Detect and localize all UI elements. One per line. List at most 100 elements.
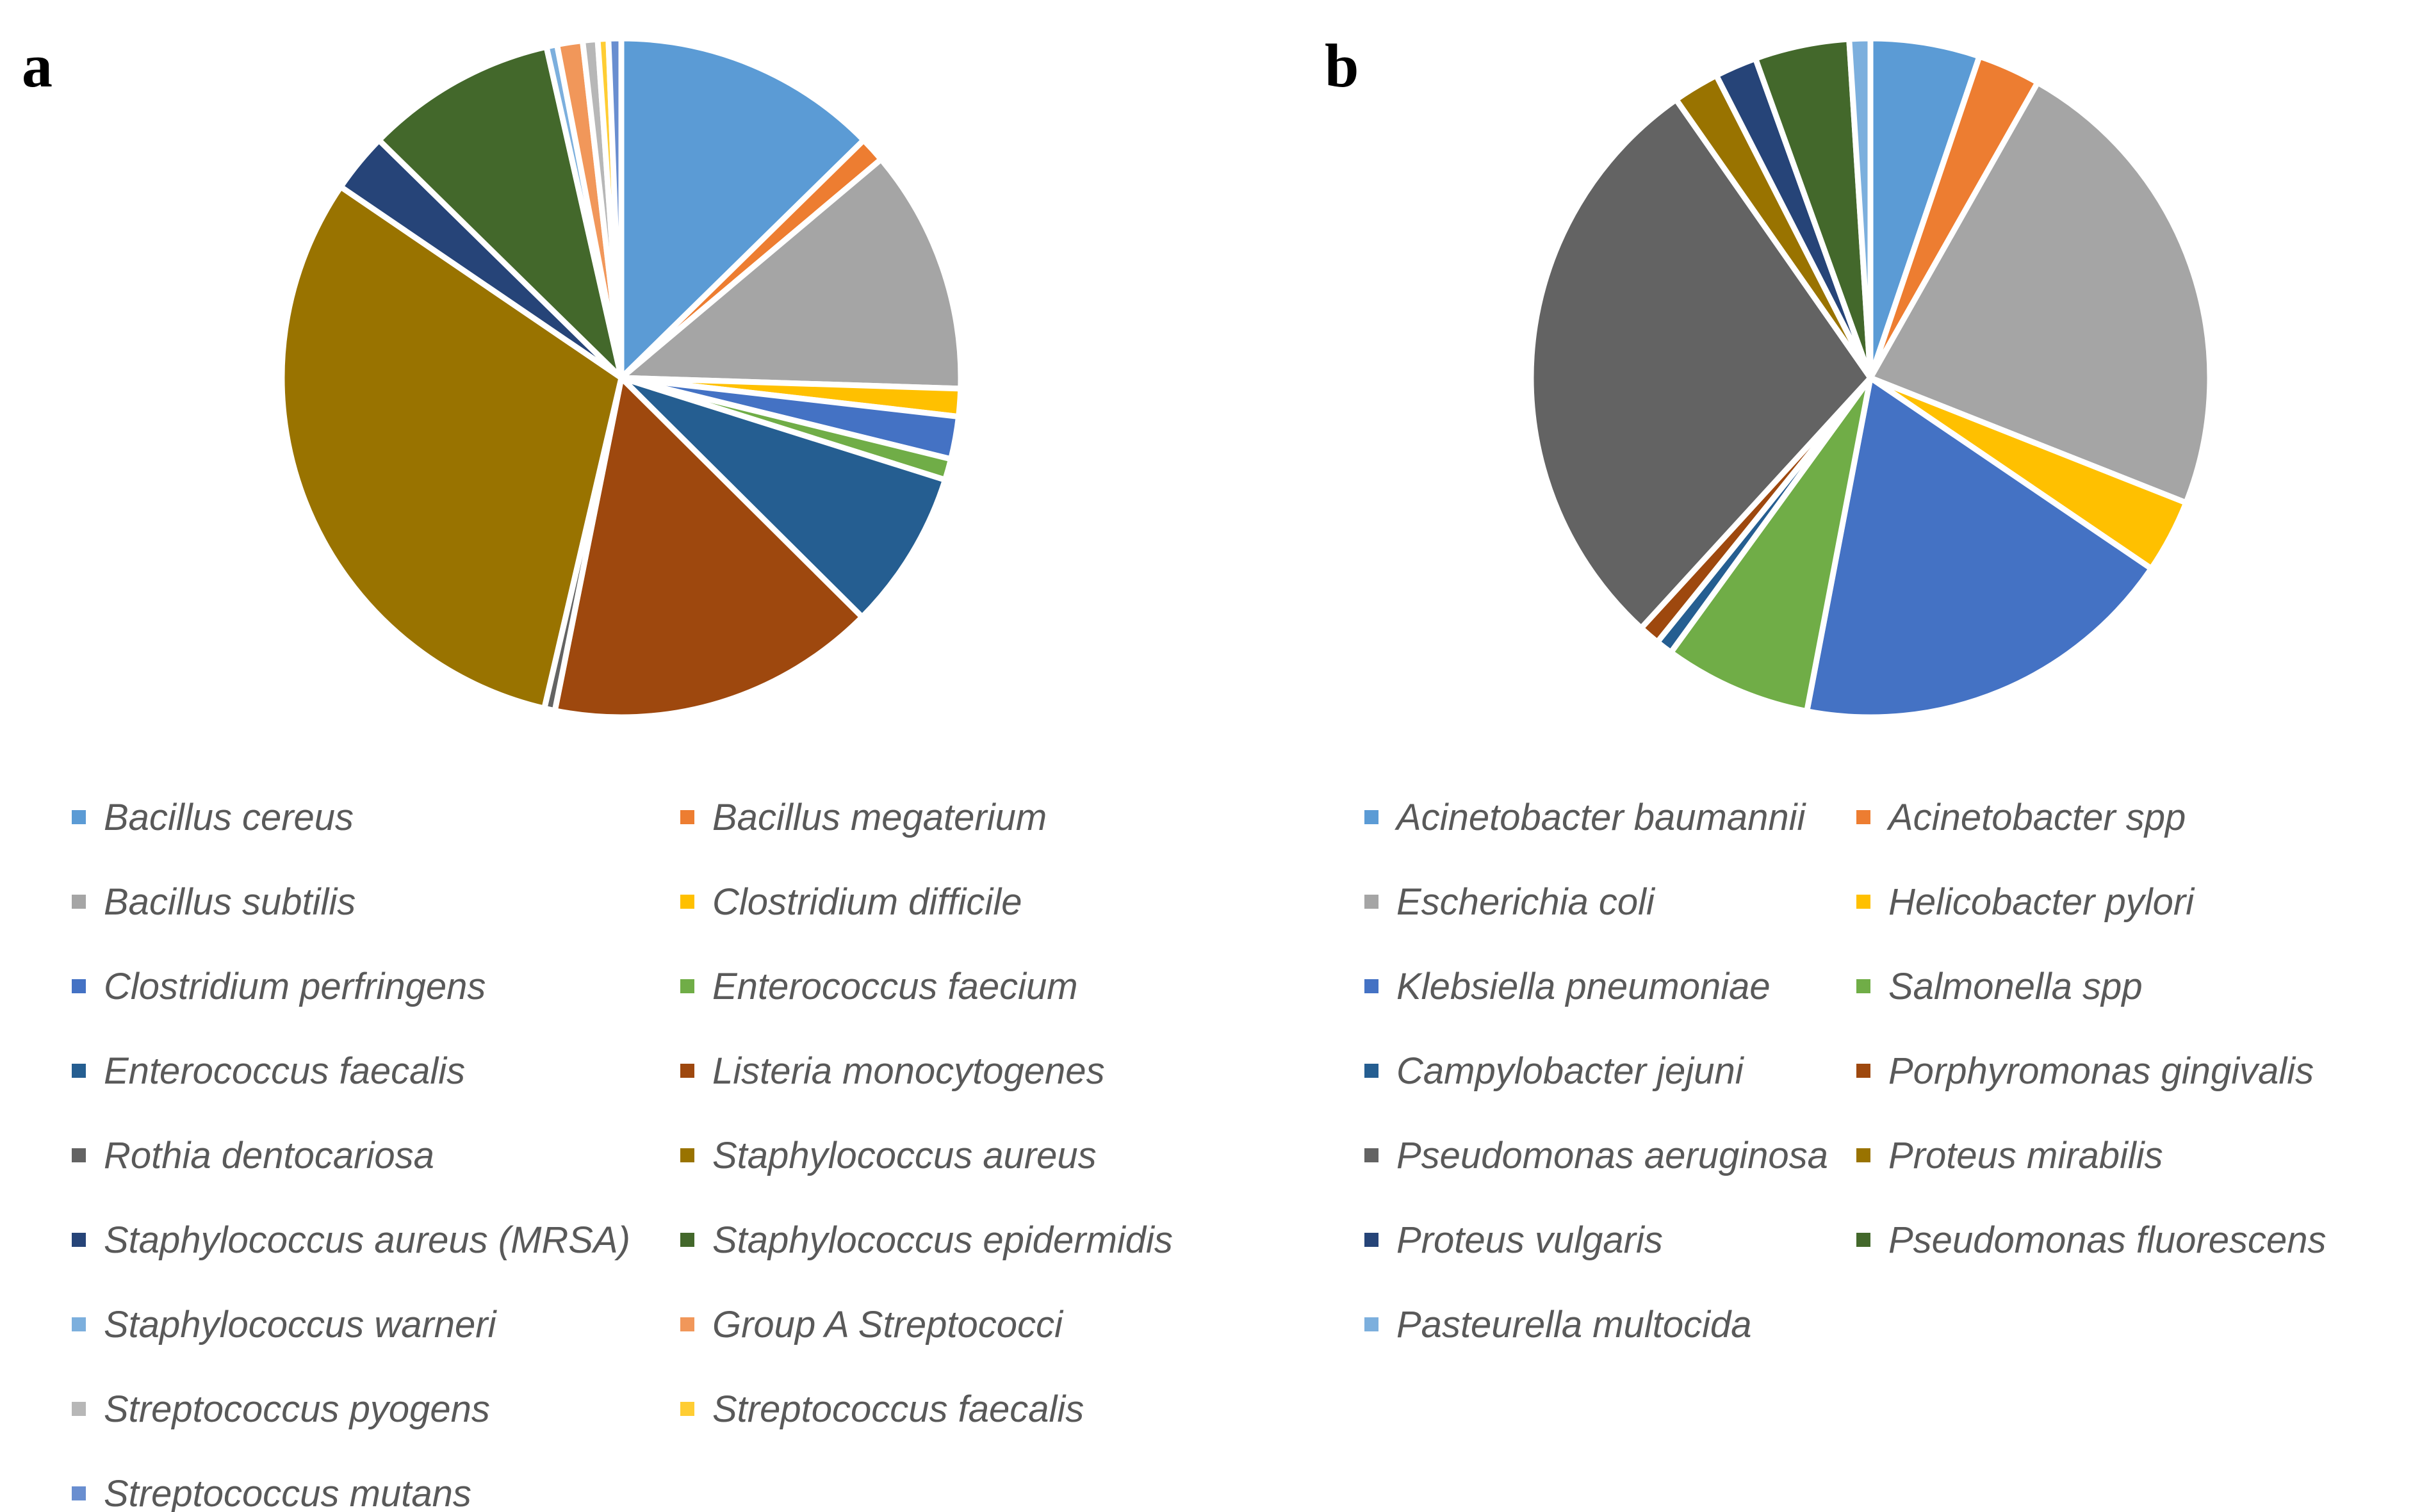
legend-item: Acinetobacter baumannii [1364, 775, 1856, 859]
legend-swatch [72, 1317, 86, 1331]
legend-label: Bacillus subtilis [104, 881, 356, 923]
legend-item: Acinetobacter spp [1856, 775, 2413, 859]
pie-slice-pseudomonas-aeruginosa [1528, 96, 1874, 631]
pie-slice-staphylococcus-aureus [279, 184, 625, 711]
legend-item: Porphyromonas gingivalis [1856, 1028, 2413, 1113]
legend-swatch [1364, 1233, 1378, 1247]
legend-item: Staphylococcus aureus [680, 1113, 1289, 1198]
pie-slice-bacillus-cereus [618, 35, 867, 381]
legend-swatch [1364, 1317, 1378, 1331]
legend-item: Helicobacter pylori [1856, 859, 2413, 944]
legend-swatch [72, 1064, 86, 1078]
legend-item: Clostridium perfringens [72, 944, 680, 1028]
legend-label: Salmonella spp [1888, 965, 2143, 1007]
legend-item: Group A Streptococci [680, 1282, 1289, 1367]
panel-label-a: a [22, 31, 53, 100]
legend-item: Rothia dentocariosa [72, 1113, 680, 1198]
legend-swatch [1856, 1064, 1870, 1078]
legend-item: Campylobacter jejuni [1364, 1028, 1856, 1113]
legend-label: Klebsiella pneumoniae [1396, 965, 1771, 1007]
legend-swatch [680, 1148, 694, 1162]
legend-item: Streptococcus pyogens [72, 1367, 680, 1451]
legend-label: Enterococcus faecalis [104, 1050, 466, 1092]
pie-slice-listeria-monocytogenes [552, 375, 865, 720]
pie-slice-enterococcus-faecalis [618, 375, 948, 621]
pie-chart-a [279, 35, 964, 720]
legend-label: Staphylococcus epidermidis [712, 1219, 1173, 1261]
legend-item: Bacillus cereus [72, 775, 680, 859]
legend-item: Bacillus subtilis [72, 859, 680, 944]
legend-label: Bacillus cereus [104, 796, 354, 838]
legend-item: Bacillus megaterium [680, 775, 1289, 859]
legend-item: Salmonella spp [1856, 944, 2413, 1028]
legend-swatch [680, 1317, 694, 1331]
legend-label: Clostridium difficile [712, 881, 1022, 923]
legend-label: Pseudomonas aeruginosa [1396, 1134, 1828, 1176]
legend-swatch [1364, 810, 1378, 824]
legend-swatch [1856, 979, 1870, 993]
legend-label: Enterococcus faecium [712, 965, 1078, 1007]
legend-swatch [680, 810, 694, 824]
pie-slice-staphylococcus-epidermidis [376, 44, 625, 381]
legend-b: Acinetobacter baumannii Acinetobacter spp… [1364, 775, 2413, 1367]
legend-swatch [1364, 1064, 1378, 1078]
legend-item: Pseudomonas aeruginosa [1364, 1113, 1856, 1198]
legend-swatch [72, 1148, 86, 1162]
legend-item: Pseudomonas fluorescens [1856, 1198, 2413, 1282]
legend-label: Streptococcus mutans [104, 1472, 471, 1512]
pie-slice-klebsiella-pneumoniae [1804, 375, 2154, 720]
legend-label: Streptococcus pyogens [104, 1388, 490, 1430]
legend-swatch [72, 979, 86, 993]
legend-swatch [72, 1486, 86, 1500]
legend-item: Staphylococcus warneri [72, 1282, 680, 1367]
legend-item: Proteus vulgaris [1364, 1198, 1856, 1282]
legend-swatch [72, 810, 86, 824]
legend-swatch [72, 895, 86, 909]
legend-label: Clostridium perfringens [104, 965, 486, 1007]
legend-item: Streptococcus faecalis [680, 1367, 1289, 1451]
legend-label: Bacillus megaterium [712, 796, 1047, 838]
legend-item: Streptococcus mutans [72, 1451, 680, 1512]
legend-label: Proteus vulgaris [1396, 1219, 1663, 1261]
legend-swatch [680, 1233, 694, 1247]
legend-item: Pasteurella multocida [1364, 1282, 1856, 1367]
pie-slice-salmonella-spp [1667, 375, 1874, 715]
legend-swatch [1364, 895, 1378, 909]
legend-label: Porphyromonas gingivalis [1888, 1050, 2314, 1092]
legend-swatch [72, 1233, 86, 1247]
pie-chart-b [1528, 35, 2213, 720]
legend-swatch [72, 1402, 86, 1416]
legend-label: Helicobacter pylori [1888, 881, 2195, 923]
legend-swatch [680, 1402, 694, 1416]
pie-slice-pasteurella-multocida [1846, 35, 1874, 381]
legend-label: Rothia dentocariosa [104, 1134, 434, 1176]
legend-item: Staphylococcus aureus (MRSA) [72, 1198, 680, 1282]
legend-label: Escherichia coli [1396, 881, 1655, 923]
legend-item: Enterococcus faecium [680, 944, 1289, 1028]
legend-swatch [1856, 895, 1870, 909]
legend-swatch [1856, 1148, 1870, 1162]
legend-item: Klebsiella pneumoniae [1364, 944, 1856, 1028]
legend-label: Acinetobacter spp [1888, 796, 2186, 838]
legend-label: Staphylococcus aureus (MRSA) [104, 1219, 630, 1261]
pie-slice-bacillus-subtilis [618, 156, 964, 392]
legend-label: Staphylococcus warneri [104, 1303, 496, 1345]
legend-label: Staphylococcus aureus [712, 1134, 1097, 1176]
legend-swatch [680, 1064, 694, 1078]
legend-item: Clostridium difficile [680, 859, 1289, 944]
legend-swatch [1856, 810, 1870, 824]
legend-swatch [1856, 1233, 1870, 1247]
legend-label: Acinetobacter baumannii [1396, 796, 1806, 838]
legend-item: Escherichia coli [1364, 859, 1856, 944]
legend-label: Streptococcus faecalis [712, 1388, 1084, 1430]
legend-item: Proteus mirabilis [1856, 1113, 2413, 1198]
legend-swatch [1364, 1148, 1378, 1162]
legend-item: Enterococcus faecalis [72, 1028, 680, 1113]
legend-item: Staphylococcus epidermidis [680, 1198, 1289, 1282]
pie-slice-streptococcus-mutans [605, 35, 625, 381]
legend-label: Listeria monocytogenes [712, 1050, 1105, 1092]
legend-label: Proteus mirabilis [1888, 1134, 2163, 1176]
panel-label-b: b [1325, 31, 1359, 100]
